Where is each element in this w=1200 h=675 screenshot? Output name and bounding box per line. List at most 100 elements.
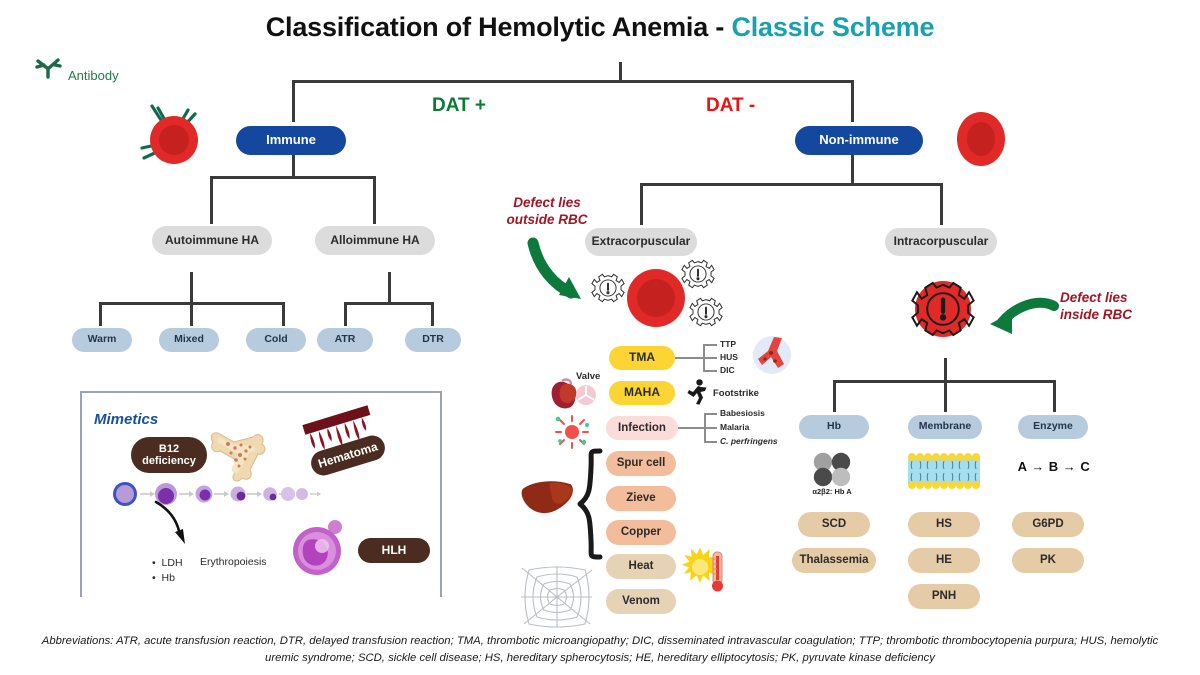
antibody-icon <box>34 56 64 80</box>
connector-to-warm <box>99 302 102 326</box>
connector-infection-malaria <box>704 427 717 429</box>
connector-non-immune-stem <box>851 155 854 185</box>
runner-icon <box>686 379 708 405</box>
node-thalassemia[interactable]: Thalassemia <box>792 548 876 573</box>
liver-brace-icon <box>577 448 604 560</box>
rbc-icon-right <box>950 108 1012 170</box>
connector-infection-babesiosis <box>704 413 717 415</box>
note-defect-inside-rbc: Defect lies inside RBC <box>1060 290 1133 322</box>
connector-to-intracorpuscular <box>940 183 943 225</box>
connector-to-hb <box>833 380 836 412</box>
page-title-main: Classification of Hemolytic Anemia - <box>265 12 732 42</box>
node-non-immune[interactable]: Non-immune <box>795 126 923 155</box>
connector-to-non-immune <box>851 80 854 122</box>
node-hb[interactable]: Hb <box>799 415 869 439</box>
connector-immune-stem <box>292 155 295 178</box>
connector-intra-stem <box>944 358 947 400</box>
connector-non-immune-bar <box>640 183 942 186</box>
connector-alloimmune-bar <box>344 302 434 305</box>
label-c-perfringens: C. perfringens <box>720 436 778 446</box>
connector-root-bar <box>292 80 854 83</box>
bullet-hb: • Hb <box>152 572 175 585</box>
node-membrane[interactable]: Membrane <box>908 415 982 439</box>
connector-tma-lead <box>675 357 703 359</box>
erythropoiesis-chain-icon <box>112 478 324 510</box>
connector-infection-cperfringens <box>704 441 717 443</box>
connector-to-dtr <box>431 302 434 326</box>
node-tma[interactable]: TMA <box>609 346 675 370</box>
node-warm[interactable]: Warm <box>72 328 132 352</box>
page-title: Classification of Hemolytic Anemia - Cla… <box>0 12 1200 43</box>
hba-caption: α2β2: Hb A <box>812 487 852 496</box>
mimetics-title: Mimetics <box>94 411 159 428</box>
footnote-abbreviations: Abbreviations: ATR, acute transfusion re… <box>41 635 1159 664</box>
antibody-label: Antibody <box>68 68 119 83</box>
node-intracorpuscular[interactable]: Intracorpuscular <box>885 228 997 256</box>
node-autoimmune-ha[interactable]: Autoimmune HA <box>152 226 272 255</box>
connector-immune-bar <box>210 176 376 179</box>
node-maha[interactable]: MAHA <box>609 381 675 405</box>
bullet-ldh: • LDH <box>152 557 183 569</box>
bone-marrow-icon <box>210 428 270 482</box>
connector-to-enzyme <box>1053 380 1056 412</box>
node-g6pd[interactable]: G6PD <box>1012 512 1084 537</box>
arrow-inside-rbc-icon <box>982 297 1060 338</box>
node-pnh[interactable]: PNH <box>908 584 980 609</box>
connector-tma-ttp <box>703 344 717 346</box>
node-enzyme[interactable]: Enzyme <box>1018 415 1088 439</box>
node-copper[interactable]: Copper <box>606 520 676 545</box>
node-b12-deficiency[interactable]: B12 deficiency <box>131 437 207 473</box>
label-ttp: TTP <box>720 339 737 349</box>
rbc-with-antibodies-icon <box>128 96 218 180</box>
node-he[interactable]: HE <box>908 548 980 573</box>
macrophage-icon <box>292 518 354 580</box>
footstrike-label: Footstrike <box>713 388 759 399</box>
erythroid-endcell-icon <box>278 478 300 510</box>
node-extracorpuscular[interactable]: Extracorpuscular <box>585 228 697 256</box>
connector-tma-hus <box>703 357 717 359</box>
heart-valve-icon <box>548 378 598 412</box>
node-hlh[interactable]: HLH <box>358 538 430 563</box>
node-alloimmune-ha[interactable]: Alloimmune HA <box>315 226 435 255</box>
hemoglobin-tetramer-icon <box>809 452 855 487</box>
connector-to-extracorpuscular <box>640 183 643 225</box>
connector-alloimmune-stem <box>388 272 391 304</box>
page-title-accent: Classic Scheme <box>731 12 935 42</box>
node-immune[interactable]: Immune <box>236 126 346 155</box>
node-cold[interactable]: Cold <box>246 328 306 352</box>
lipid-bilayer-icon <box>908 450 980 492</box>
label-dic: DIC <box>720 365 735 375</box>
spider-web-icon <box>520 566 594 628</box>
curved-arrow-icon <box>152 500 200 548</box>
connector-root-stem <box>619 62 622 82</box>
connector-to-membrane <box>944 380 947 412</box>
node-hs[interactable]: HS <box>908 512 980 537</box>
node-scd[interactable]: SCD <box>798 512 870 537</box>
intracorpuscular-gear-rbc-icon <box>908 275 978 343</box>
connector-autoimmune-stem <box>190 272 193 304</box>
erythropoiesis-label: Erythropoiesis <box>200 556 267 568</box>
connector-infection-lead <box>678 427 704 429</box>
label-babesiosis: Babesiosis <box>720 408 765 418</box>
node-mixed[interactable]: Mixed <box>159 328 219 352</box>
connector-tma-dic <box>703 370 717 372</box>
node-heat[interactable]: Heat <box>606 554 676 579</box>
node-infection[interactable]: Infection <box>606 416 678 440</box>
virus-icon <box>552 414 592 449</box>
sun-thermometer-icon <box>680 544 730 594</box>
extracorpuscular-gears-rbc-icon <box>591 258 734 334</box>
node-zieve[interactable]: Zieve <box>606 486 676 511</box>
node-atr[interactable]: ATR <box>317 328 373 352</box>
label-malaria: Malaria <box>720 422 750 432</box>
node-pk[interactable]: PK <box>1012 548 1084 573</box>
dat-positive-label: DAT + <box>432 95 487 116</box>
node-venom[interactable]: Venom <box>606 589 676 614</box>
connector-to-mixed <box>190 302 193 326</box>
connector-to-cold <box>282 302 285 326</box>
mimetics-bullets: • LDH • Hb <box>152 556 183 586</box>
node-spur-cell[interactable]: Spur cell <box>606 451 676 476</box>
node-dtr[interactable]: DTR <box>405 328 461 352</box>
mimetics-panel <box>80 391 442 597</box>
valve-label: Valve <box>576 371 601 382</box>
